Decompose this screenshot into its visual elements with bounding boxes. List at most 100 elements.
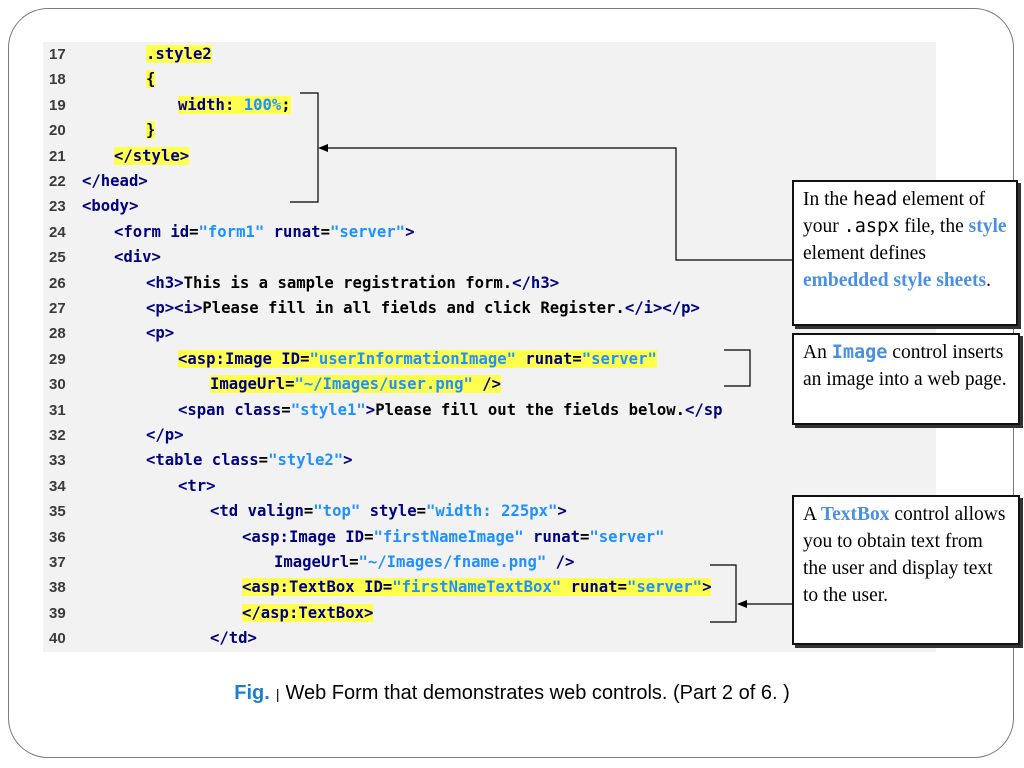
code-token: runat (523, 527, 581, 546)
line-number: 40 (49, 630, 66, 648)
arrowhead-head (318, 144, 328, 152)
code-token: = (580, 527, 590, 546)
line-number: 21 (49, 147, 66, 165)
code-line: 23<body> (43, 194, 936, 219)
code-token: style (360, 502, 417, 521)
code-token: <asp:Image (242, 527, 346, 546)
callout-image-control: An Image control inserts an image into a… (792, 333, 1020, 425)
code-text: <span class="style1">Please fill out the… (178, 398, 723, 423)
figure-caption: Fig.|Web Form that demonstrates web cont… (0, 682, 1024, 705)
code-line: 37 ImageUrl="~/Images/fname.png" /> (43, 550, 936, 575)
code-token: "top" (313, 502, 361, 521)
line-number: 38 (49, 579, 66, 597)
code-line: 32</p> (43, 423, 936, 448)
line-number: 31 (49, 401, 66, 419)
code-text: <td valign="top" style="width: 225px"> (210, 499, 567, 524)
callout-text: An (803, 342, 832, 363)
code-text: <asp:Image ID="userInformationImage" run… (178, 347, 657, 372)
code-text: ImageUrl="~/Images/user.png" /> (210, 372, 502, 397)
code-token: <p> (146, 324, 175, 343)
line-number: 30 (49, 376, 66, 394)
code-text: } (146, 118, 156, 143)
line-number: 20 (49, 122, 66, 140)
code-token: <tr> (178, 476, 216, 495)
line-number: 37 (49, 554, 66, 571)
callout-text: . (986, 270, 991, 291)
code-token: width: (178, 95, 244, 114)
code-token: This is a sample registration form. (183, 273, 513, 292)
code-text: </style> (114, 144, 190, 169)
line-number: 17 (49, 46, 66, 63)
code-text: ImageUrl="~/Images/fname.png" /> (274, 550, 574, 575)
code-line: 20} (43, 118, 936, 143)
code-text: <p> (146, 321, 174, 346)
code-token: } (146, 121, 156, 140)
code-token: = (300, 349, 310, 368)
line-number: 26 (49, 274, 66, 292)
code-token: </h3> (512, 273, 560, 292)
code-token: Please fill in all fields and click Regi… (202, 299, 625, 317)
code-token: </i></p> (624, 299, 700, 317)
code-token: <p><i> (146, 299, 203, 317)
code-token: ImageUrl (274, 553, 350, 571)
code-token: "firstNameImage" (373, 527, 524, 546)
code-token: = (349, 553, 359, 571)
code-line: 39 </asp:TextBox> (43, 601, 936, 626)
code-token: <body> (82, 197, 139, 216)
line-number: 28 (49, 325, 66, 343)
connector-head (326, 147, 792, 261)
code-token: </head> (82, 172, 148, 190)
line-number: 19 (49, 96, 66, 114)
callout-text: file, the (899, 216, 969, 237)
code-token: runat (264, 222, 321, 241)
code-line: 27 <p><i>Please fill in all fields and cl… (43, 296, 936, 321)
code-token: /> (546, 553, 575, 571)
code-line: 35<td valign="top" style="width: 225px"> (43, 499, 936, 524)
line-number: 39 (49, 604, 66, 622)
code-text: <asp:TextBox ID="firstNameTextBox" runat… (242, 575, 712, 600)
code-token: "width: 225px" (425, 502, 558, 521)
code-token: > (702, 578, 712, 597)
caption-text: Web Form that demonstrates web controls.… (285, 682, 790, 704)
code-token: <div> (114, 248, 161, 267)
code-text: </head> (82, 169, 148, 194)
line-number: 22 (49, 173, 66, 190)
callout-text: In the (803, 189, 853, 210)
code-token: 100% (243, 95, 282, 114)
code-line: 33<table class="style2"> (43, 448, 936, 473)
line-number: 24 (49, 223, 66, 241)
callout-text: control allows you to obtain text from t… (803, 504, 1006, 606)
code-token: > (343, 451, 353, 470)
code-token: = (572, 349, 582, 368)
code-token: <asp:TextBox (242, 578, 365, 597)
bracket-image-control (724, 349, 751, 387)
line-number: 27 (49, 300, 66, 317)
code-token: "style2" (268, 451, 344, 470)
code-text: </p> (146, 423, 184, 448)
code-token: "~/Images/user.png" (294, 375, 473, 394)
code-token: "form1" (198, 222, 265, 241)
code-line: 24<form id="form1" runat="server"> (43, 220, 936, 245)
callout-keyword-embedded: embedded style sheets (803, 270, 987, 291)
code-token: class (234, 400, 282, 419)
code-text: <div> (114, 245, 161, 270)
code-text: <body> (82, 194, 138, 219)
code-token: </asp:TextBox> (242, 603, 374, 622)
code-line: 30 ImageUrl="~/Images/user.png" /> (43, 372, 936, 397)
code-token: id (170, 222, 190, 241)
code-token: = (617, 578, 627, 597)
code-token: "firstNameTextBox" (392, 578, 562, 597)
code-token: > (365, 400, 376, 419)
code-text: <table class="style2"> (146, 448, 353, 473)
code-token: </td> (210, 629, 257, 648)
callout-code-aspx: .aspx (843, 216, 900, 237)
code-line: 29<asp:Image ID="userInformationImage" r… (43, 347, 936, 372)
code-token: class (211, 451, 259, 470)
line-number: 34 (49, 477, 66, 495)
code-line: 40 </td> (43, 626, 936, 651)
code-line: 34 <tr> (43, 474, 936, 499)
code-token: = (281, 400, 291, 419)
code-token: { (146, 70, 156, 89)
